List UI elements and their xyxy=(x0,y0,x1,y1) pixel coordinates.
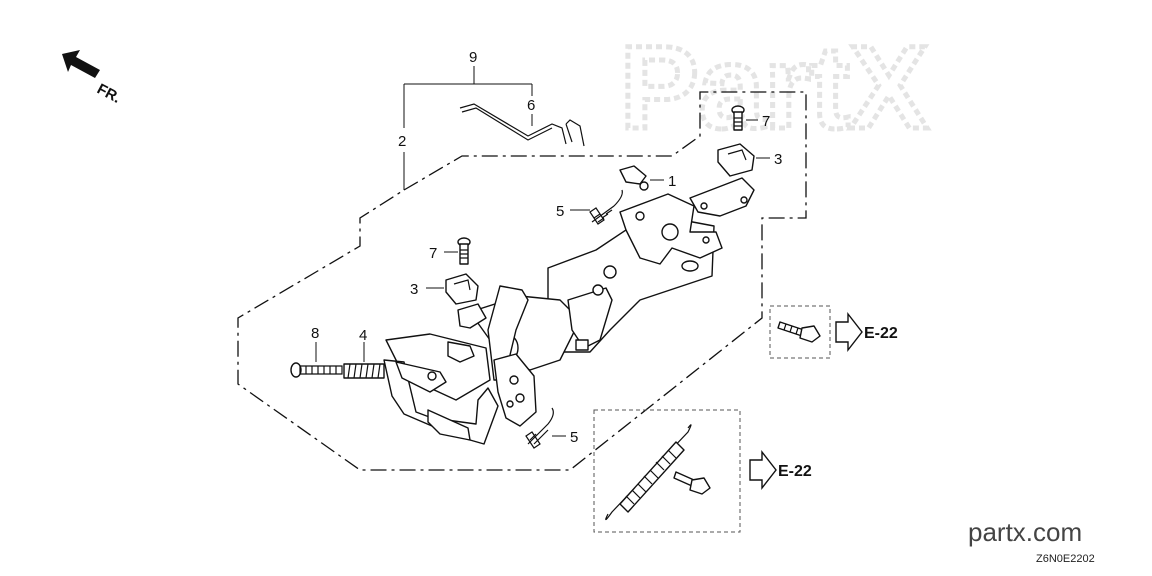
callout-4: 4 xyxy=(359,327,367,344)
callout-5-lower: 5 xyxy=(570,429,578,446)
reference-arrow-icon-2 xyxy=(749,449,777,491)
callout-2: 2 xyxy=(398,133,406,150)
callout-6: 6 xyxy=(527,97,535,114)
cable-holder-part-3-upper xyxy=(717,143,770,177)
callout-7-upper: 7 xyxy=(762,113,770,130)
bolt-part-7-lower xyxy=(444,237,471,265)
bolt-part-7-upper xyxy=(731,105,758,131)
spring-part-5-lower xyxy=(525,407,566,449)
callout-1: 1 xyxy=(668,173,676,190)
assembly-boundary-outline xyxy=(237,91,807,471)
front-direction-arrow-icon: FR. xyxy=(62,50,123,107)
callout-9-bracket xyxy=(403,66,533,190)
reference-box-spring xyxy=(593,409,741,533)
bolt-part-8 xyxy=(290,342,343,378)
cable-clip-part-1 xyxy=(619,165,664,191)
callout-8: 8 xyxy=(311,325,319,342)
cable-holder-part-3-lower xyxy=(426,273,479,305)
callout-5-upper: 5 xyxy=(556,203,564,220)
diagram-code: Z6N0E2202 xyxy=(1036,553,1095,565)
reference-label-1: E-22 xyxy=(864,325,898,342)
callout-3-lower: 3 xyxy=(410,281,418,298)
control-base-bracket xyxy=(383,177,755,445)
front-direction-label: FR. xyxy=(94,81,123,107)
spring-part-4 xyxy=(343,342,385,379)
partx-watermark: PartX xyxy=(620,22,928,154)
rod-part-6 xyxy=(459,103,585,147)
spring-part-5-upper xyxy=(570,189,623,225)
brand-logo-text: partx.com xyxy=(968,517,1082,547)
reference-label-2: E-22 xyxy=(778,463,812,480)
callout-9: 9 xyxy=(469,49,477,66)
reference-box-bolt xyxy=(769,305,831,359)
callout-3-upper: 3 xyxy=(774,151,782,168)
callout-7-lower: 7 xyxy=(429,245,437,262)
reference-arrow-icon-1 xyxy=(835,311,863,353)
